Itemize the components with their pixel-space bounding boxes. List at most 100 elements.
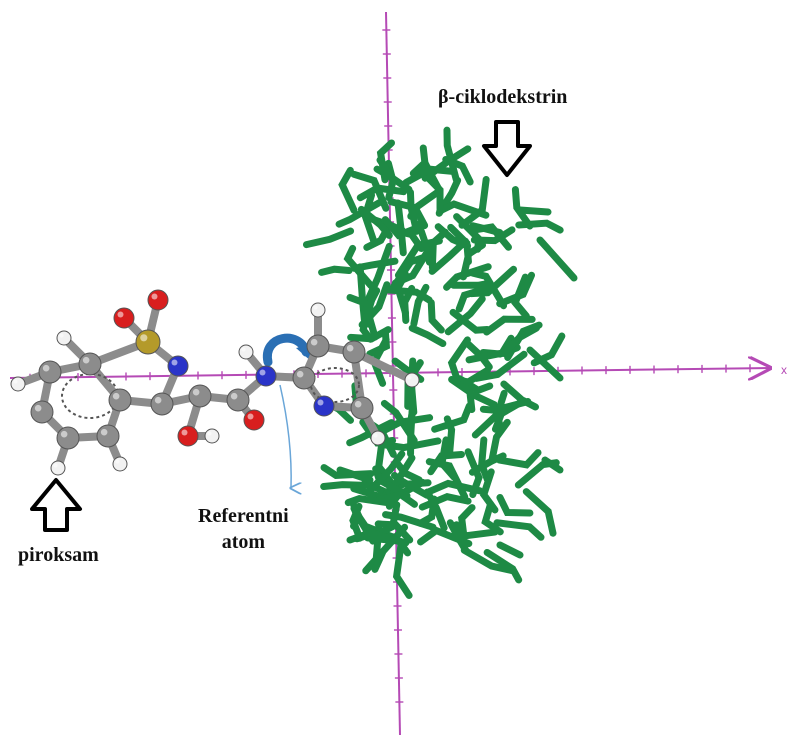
cd-bond [364,534,412,557]
cd-bond [375,414,434,437]
cd-bond [526,346,564,382]
cd-bond [496,493,534,517]
atom-c7 [150,392,174,416]
cd-bond [415,165,444,213]
atom-h1 [10,376,26,392]
atom-highlight [60,430,68,438]
atom-n3 [313,395,335,417]
atom-s1 [135,329,161,355]
atom-highlight [192,388,200,396]
atom-h8 [370,430,386,446]
x-axis-end-label: x [781,363,787,377]
cd-bond [318,265,353,276]
atom-c2 [30,400,54,424]
piroxicam-label: piroksam [18,544,99,566]
cd-bond [483,315,536,336]
cd-bond [406,188,421,235]
cd-bond [436,200,490,219]
atom-c1 [38,360,62,384]
atom-highlight [373,433,378,438]
atom-highlight [207,431,212,436]
atom-c6 [78,352,102,376]
atom-highlight [259,369,266,376]
cd-bond [493,519,545,541]
cd-bond [444,295,486,336]
cd-bond [458,176,490,229]
atom-o3 [177,425,199,447]
atom-highlight [140,334,148,342]
cd-bond [511,186,534,230]
cd-bond [438,436,458,481]
atom-c12 [342,340,366,364]
atom-highlight [117,311,124,318]
reference-pointer [279,384,291,488]
atom-highlight [230,392,238,400]
cd-bond [496,449,542,469]
cd-bond [392,539,413,599]
cd-bond [516,206,552,216]
cd-bond [469,222,504,237]
cd-bond [431,402,473,433]
cd-bond [427,299,445,334]
atom-highlight [181,429,188,436]
cd-bond [320,481,378,491]
atom-highlight [171,359,178,366]
cd-bond [511,273,530,320]
cd-bond [479,468,499,514]
atom-highlight [407,375,412,380]
cd-bond [488,418,511,465]
atom-h4 [112,456,128,472]
cd-bond [364,450,406,496]
atom-o4 [243,409,265,431]
cd-bond [481,500,504,536]
cd-bond [496,541,524,559]
cd-bond [343,244,375,290]
cd-bond [338,166,358,214]
atom-highlight [313,305,318,310]
cd-bond [455,282,498,313]
atom-c3 [56,426,80,450]
cd-bond [460,546,515,574]
cd-bond [356,184,408,202]
cd-bond [478,436,491,484]
atom-h6 [238,344,254,360]
cd-bond [376,156,396,182]
atom-h7 [310,302,326,318]
cd-bond [402,165,455,187]
cd-bond [336,466,374,484]
atom-c11 [306,334,330,358]
atom-highlight [154,396,162,404]
cd-bond [392,458,423,484]
atom-highlight [296,370,304,378]
atom-highlight [13,379,18,384]
cd-bond [459,241,486,281]
cd-bond [469,269,508,310]
cd-bond [408,324,447,348]
reference-atom-label: Referentni atom [198,503,289,555]
atom-c8 [188,384,212,408]
cd-bond [473,350,528,382]
cd-bond [346,528,376,544]
atom-highlight [317,399,324,406]
cd-bond [372,465,411,500]
cd-bond [335,199,383,228]
atom-c5 [108,388,132,412]
cd-bond [357,205,393,239]
reference-label-line1: Referentni [198,505,289,527]
cd-bond [346,419,395,447]
atom-highlight [59,333,64,338]
cd-bond [375,491,418,508]
atom-h5 [204,428,220,444]
cd-bond [389,252,431,292]
atom-c4 [96,424,120,448]
cd-bond [428,237,469,275]
cd-bond [443,263,492,291]
atom-h9 [404,372,420,388]
cd-bond [390,471,432,488]
cd-bond [394,199,407,257]
cyclodextrin-label: β-ciklodekstrin [438,86,568,108]
atom-highlight [310,338,318,346]
atom-o1 [113,307,135,329]
atom-n2 [255,365,277,387]
atom-n1 [167,355,189,377]
